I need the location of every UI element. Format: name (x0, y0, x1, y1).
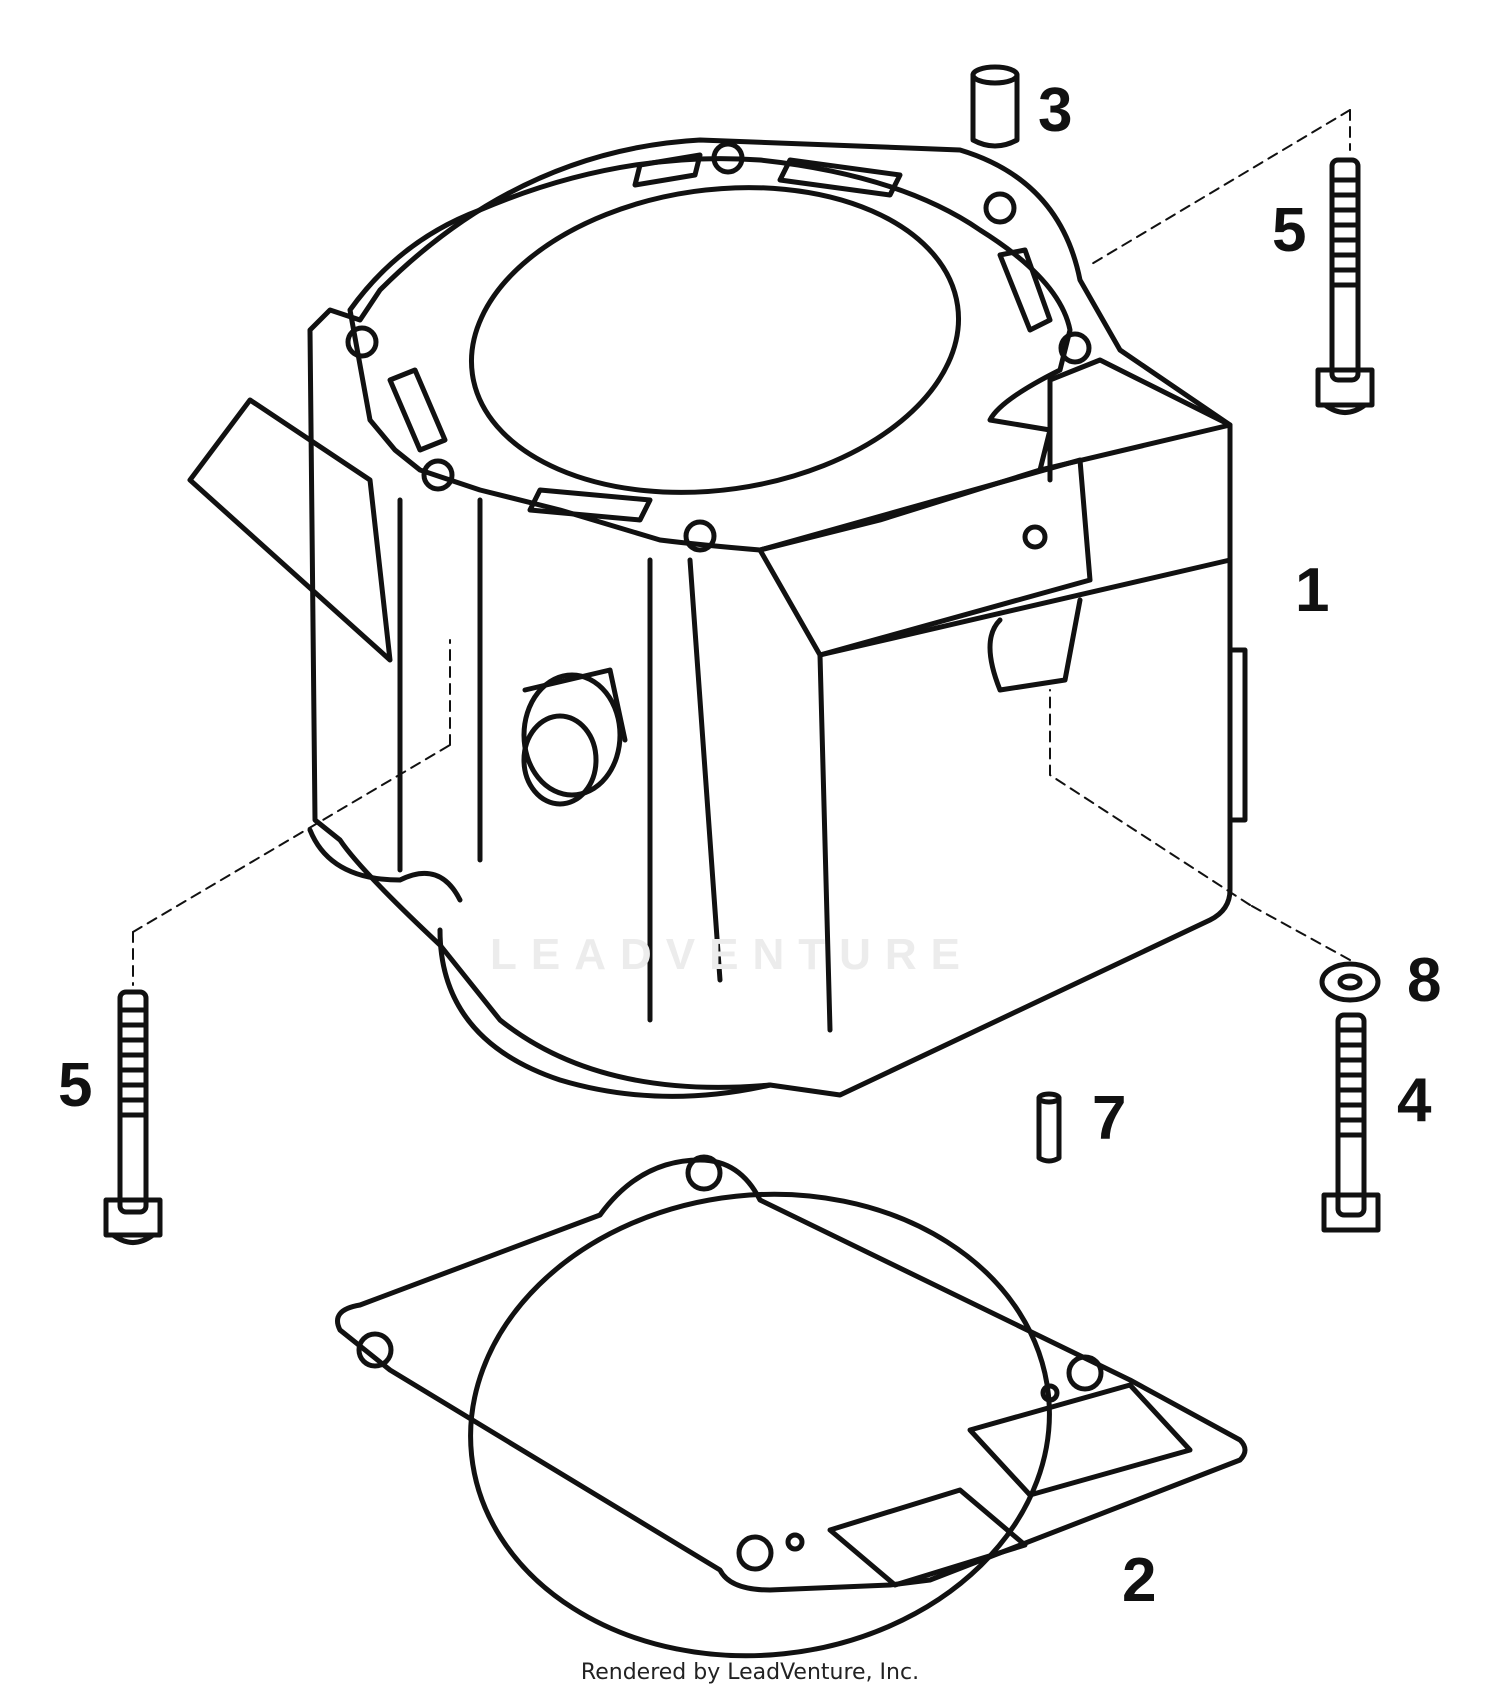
callout-1: 1 (1295, 556, 1330, 625)
bolt-5-left[interactable] (103, 989, 163, 1245)
base-gasket-part[interactable] (335, 1154, 1248, 1684)
washer-8[interactable] (1319, 961, 1381, 1003)
pin-7[interactable] (1036, 1091, 1062, 1164)
callout-8: 8 (1407, 946, 1442, 1015)
watermark-text: LEADVENTURE (490, 930, 975, 979)
callout-5-right: 5 (1272, 196, 1307, 265)
cylinder-part[interactable] (187, 137, 1248, 1099)
bolt-5-right[interactable] (1315, 157, 1375, 415)
callout-5-left: 5 (58, 1051, 93, 1120)
footer-credit: Rendered by LeadVenture, Inc. (580, 1660, 920, 1685)
callout-3: 3 (1038, 76, 1073, 145)
dowel-3[interactable] (970, 64, 1020, 149)
leader-lines (132, 109, 1351, 986)
bolt-4[interactable] (1321, 1012, 1381, 1233)
callout-7: 7 (1092, 1084, 1127, 1153)
callout-2: 2 (1122, 1546, 1157, 1615)
callout-4: 4 (1397, 1066, 1432, 1135)
